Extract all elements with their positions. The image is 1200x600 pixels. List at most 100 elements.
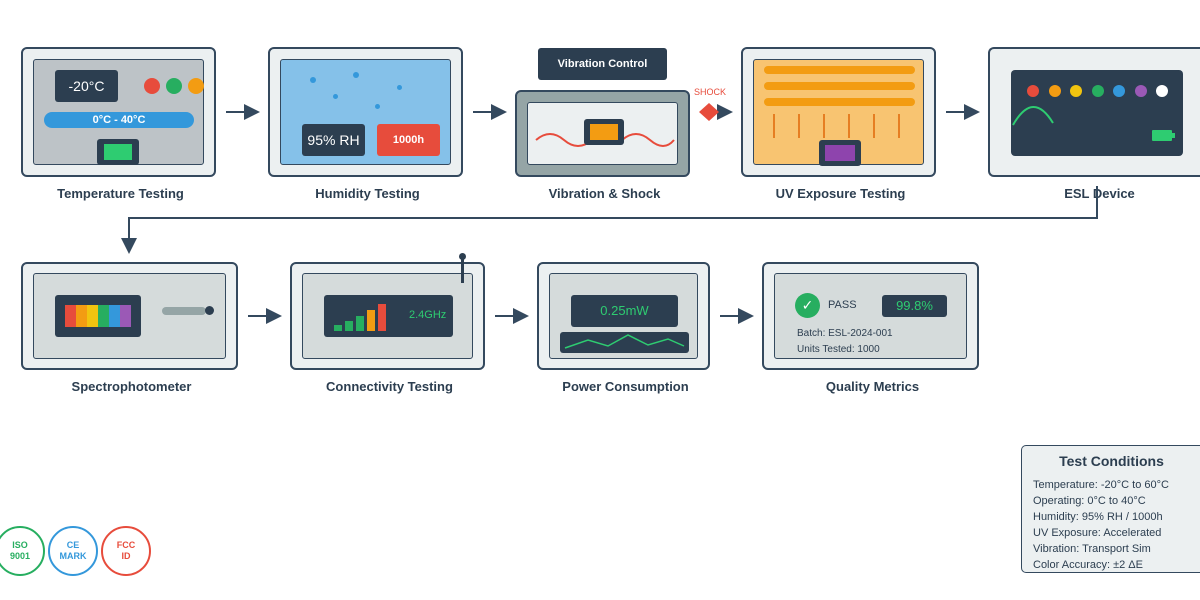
uv-lamp bbox=[764, 98, 915, 106]
badge-line-2: ID bbox=[121, 551, 131, 561]
test-condition-item: Vibration: Transport Sim bbox=[1033, 543, 1151, 555]
vibration-control-panel: Vibration Control bbox=[538, 48, 667, 80]
shock-diamond-icon bbox=[699, 103, 719, 121]
signal-bar bbox=[378, 304, 386, 331]
power-graph bbox=[560, 332, 689, 353]
esl-color-dot bbox=[1070, 85, 1082, 97]
antenna-icon bbox=[461, 255, 464, 283]
test-conditions-panel: Test Conditions Temperature: -20°C to 60… bbox=[1021, 445, 1200, 573]
power-chamber: 0.25mW bbox=[549, 273, 698, 359]
badge-line-2: 9001 bbox=[9, 551, 31, 561]
power-graph-line bbox=[564, 334, 685, 349]
badge-line-2: MARK bbox=[59, 551, 87, 561]
humidity-chamber: 95% RH 1000h bbox=[280, 59, 451, 165]
spectro-swatch-panel bbox=[55, 295, 141, 337]
spectro-swatch bbox=[76, 305, 87, 327]
test-condition-item: Temperature: -20°C to 60°C bbox=[1033, 479, 1169, 491]
signal-bar bbox=[356, 316, 364, 331]
humidity-droplet bbox=[397, 85, 402, 90]
battery-icon bbox=[1152, 130, 1172, 141]
signal-bar bbox=[367, 310, 375, 331]
uv-sample-holder bbox=[819, 140, 861, 166]
shock-label: SHOCK bbox=[694, 87, 727, 97]
esl-waveform bbox=[1012, 106, 1054, 126]
station-vibration: Vibration & Shock bbox=[515, 90, 690, 201]
test-condition-item: Color Accuracy: ±2 ΔE bbox=[1033, 559, 1143, 571]
badge-line-1: FCC bbox=[116, 540, 136, 550]
station-quality: ✓ PASS 99.8% Batch: ESL-2024-001 Units T… bbox=[762, 262, 979, 394]
test-condition-item: UV Exposure: Accelerated bbox=[1033, 527, 1162, 539]
spectro-chamber bbox=[33, 273, 226, 359]
spectro-swatch bbox=[98, 305, 109, 327]
battery-tip bbox=[1172, 133, 1175, 138]
temperature-chamber: -20°C 0°C - 40°C bbox=[33, 59, 204, 165]
badge-line-1: CE bbox=[66, 540, 80, 550]
test-conditions-title: Test Conditions bbox=[1059, 453, 1164, 469]
connectivity-label: Connectivity Testing bbox=[326, 379, 453, 394]
temperature-sample-holder bbox=[97, 139, 139, 165]
station-spectrophotometer: Spectrophotometer bbox=[21, 262, 238, 394]
batch-id: Batch: ESL-2024-001 bbox=[797, 328, 893, 339]
spectro-swatch bbox=[120, 305, 131, 327]
spectro-swatch bbox=[65, 305, 76, 327]
uv-label: UV Exposure Testing bbox=[775, 186, 906, 201]
spectro-probe bbox=[162, 307, 206, 315]
uv-sample bbox=[825, 145, 855, 161]
vibration-sample-core bbox=[590, 124, 618, 140]
uv-rays bbox=[773, 114, 900, 138]
esl-color-dot bbox=[1048, 85, 1061, 97]
temperature-indicator-orange bbox=[188, 78, 204, 94]
antenna-tip bbox=[459, 253, 466, 260]
station-connectivity: 2.4GHz Connectivity Testing bbox=[290, 262, 485, 394]
temperature-sample bbox=[104, 144, 132, 160]
humidity-droplet bbox=[353, 72, 359, 78]
quality-label: Quality Metrics bbox=[825, 379, 920, 394]
esl-label: ESL Device bbox=[1064, 186, 1135, 201]
power-readout: 0.25mW bbox=[571, 295, 678, 327]
signal-bar bbox=[345, 321, 353, 331]
humidity-duration: 1000h bbox=[377, 124, 440, 156]
esl-color-dot bbox=[1113, 85, 1125, 97]
temperature-indicator-red bbox=[144, 78, 160, 94]
quality-score: 99.8% bbox=[882, 295, 947, 317]
station-humidity: 95% RH 1000h Humidity Testing bbox=[268, 47, 463, 201]
test-condition-item: Operating: 0°C to 40°C bbox=[1033, 495, 1146, 507]
uv-lamp bbox=[764, 82, 915, 90]
station-temperature: -20°C 0°C - 40°C Temperature Testing bbox=[21, 47, 216, 201]
spectro-swatch bbox=[87, 305, 98, 327]
spectro-swatch bbox=[109, 305, 120, 327]
badge-line-1: ISO bbox=[12, 540, 28, 550]
uv-chamber bbox=[753, 59, 924, 166]
test-condition-item: Humidity: 95% RH / 1000h bbox=[1033, 511, 1163, 523]
spectro-probe-tip bbox=[205, 306, 214, 315]
station-uv: UV Exposure Testing bbox=[741, 47, 936, 201]
station-esl: ESL Device bbox=[988, 47, 1200, 201]
spectrophotometer-label: Spectrophotometer bbox=[71, 379, 192, 394]
temperature-indicator-green bbox=[166, 78, 182, 94]
esl-display bbox=[1011, 70, 1183, 156]
esl-color-dot bbox=[1091, 85, 1104, 97]
temperature-readout: -20°C bbox=[55, 70, 118, 102]
esl-color-dot bbox=[1027, 85, 1039, 97]
vibration-table bbox=[527, 102, 678, 165]
vibration-sample bbox=[584, 119, 624, 145]
uv-lamp bbox=[764, 66, 915, 74]
pass-status: PASS bbox=[828, 299, 857, 311]
esl-color-dot bbox=[1134, 85, 1147, 97]
station-power: 0.25mW Power Consumption bbox=[537, 262, 710, 394]
humidity-readout: 95% RH bbox=[302, 124, 365, 156]
quality-panel: ✓ PASS 99.8% Batch: ESL-2024-001 Units T… bbox=[774, 273, 967, 359]
checkmark-icon: ✓ bbox=[795, 293, 820, 318]
frequency-readout: 2.4GHz bbox=[409, 309, 447, 321]
vibration-wave bbox=[535, 133, 675, 147]
signal-display: 2.4GHz bbox=[324, 295, 453, 337]
signal-bar bbox=[334, 325, 342, 331]
humidity-droplet bbox=[375, 104, 380, 109]
units-tested: Units Tested: 1000 bbox=[797, 344, 880, 355]
humidity-droplet bbox=[333, 94, 338, 99]
temperature-range-bar: 0°C - 40°C bbox=[44, 112, 194, 128]
power-label: Power Consumption bbox=[562, 379, 689, 394]
